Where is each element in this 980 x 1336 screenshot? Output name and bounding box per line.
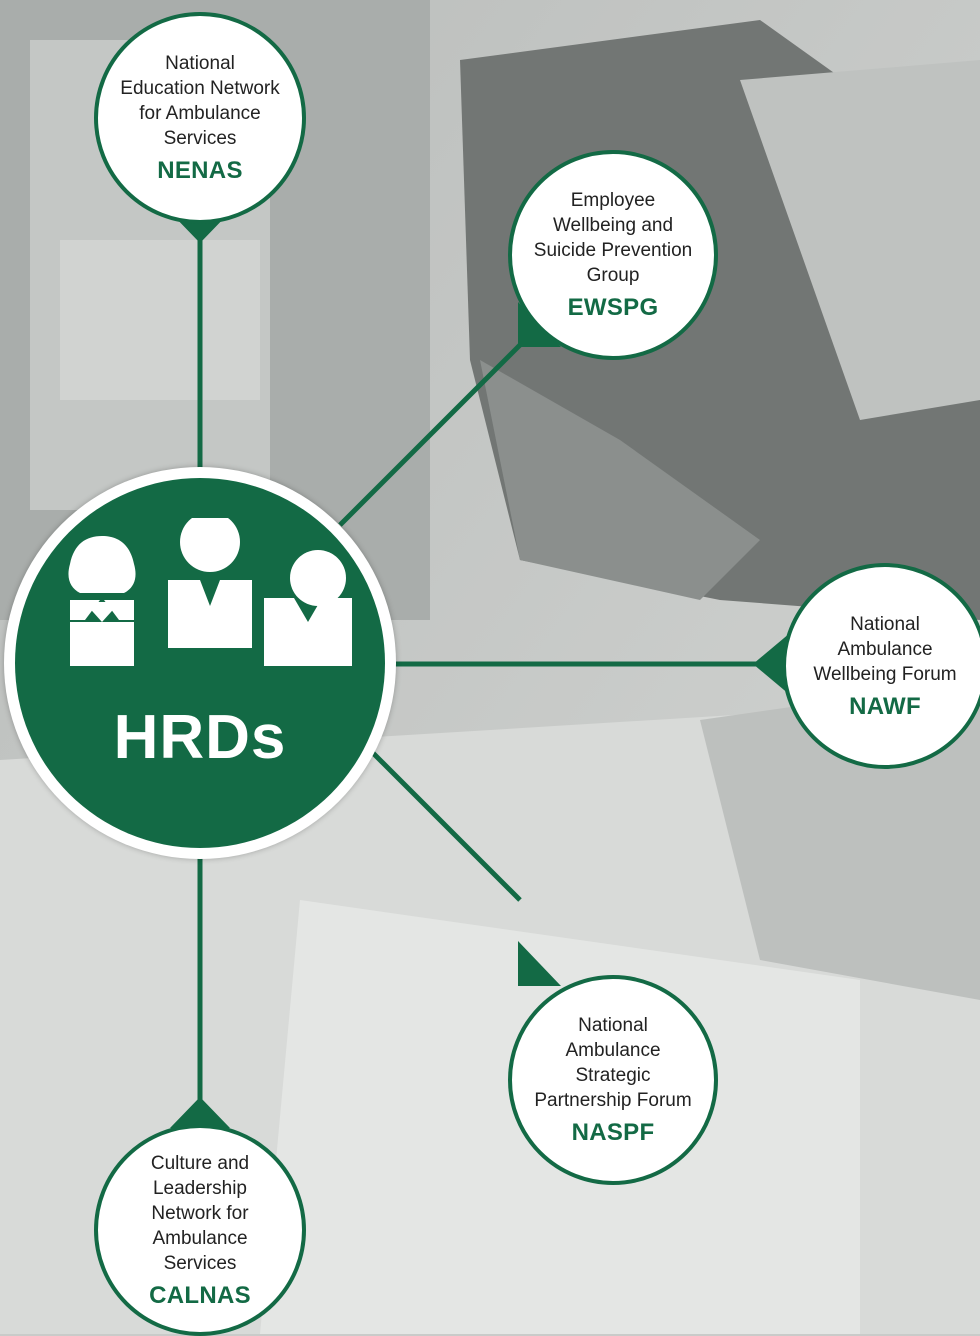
node-ewspg-abbr: EWSPG <box>567 294 659 321</box>
node-ewspg: Employee Wellbeing and Suicide Preventio… <box>508 150 718 360</box>
people-group-icon <box>68 518 352 666</box>
pointer-calnas <box>170 1097 230 1128</box>
pointer-naspf <box>518 941 561 986</box>
node-calnas-abbr: CALNAS <box>149 1281 251 1309</box>
node-naspf-abbr: NASPF <box>571 1119 655 1146</box>
node-nawf: National Ambulance Wellbeing Forum NAWF <box>782 563 980 769</box>
hub-circle: HRDs <box>15 478 385 848</box>
node-nenas-abbr: NENAS <box>157 157 243 184</box>
connector-ewspg <box>338 343 522 527</box>
node-nawf-fullname: National Ambulance Wellbeing Forum <box>813 613 957 685</box>
node-nenas: National Education Network for Ambulance… <box>94 12 306 224</box>
pointer-nawf <box>753 633 790 695</box>
node-nenas-fullname: National Education Network for Ambulance… <box>120 53 280 149</box>
node-calnas: Culture and Leadership Network for Ambul… <box>94 1124 306 1336</box>
node-naspf-fullname: National Ambulance Strategic Partnership… <box>534 1015 692 1111</box>
node-calnas-fullname: Culture and Leadership Network for Ambul… <box>150 1152 250 1274</box>
node-nawf-abbr: NAWF <box>849 692 921 720</box>
node-ewspg-fullname: Employee Wellbeing and Suicide Preventio… <box>533 190 693 286</box>
hub-hrds: HRDs <box>4 467 396 859</box>
hub-label: HRDs <box>113 703 287 772</box>
node-naspf: National Ambulance Strategic Partnership… <box>508 975 718 1185</box>
